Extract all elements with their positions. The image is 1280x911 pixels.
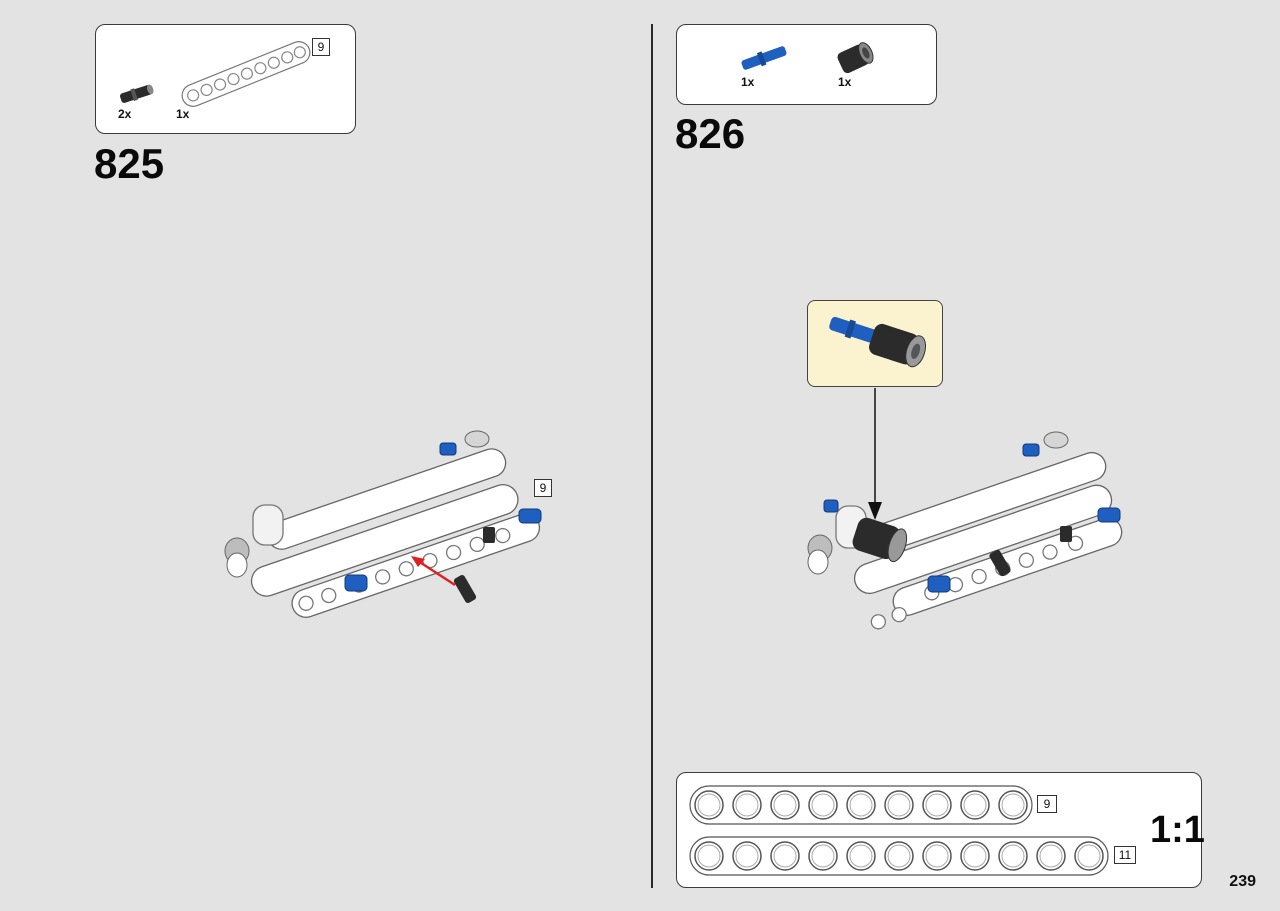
beam-length-tag: 11 — [1114, 846, 1136, 864]
placement-arrow — [868, 388, 882, 520]
white-beam-icon — [181, 41, 311, 107]
part-qty: 1x — [838, 75, 852, 89]
beam-length-tag: 9 — [312, 38, 330, 56]
scale-reference-box: 9 11 1:1 — [676, 772, 1205, 888]
part-qty: 1x — [741, 75, 755, 89]
step-826-parts-list: 1x 1x — [676, 24, 937, 105]
axle-pin-with-bush-icon — [829, 316, 927, 368]
black-pin-icon — [120, 84, 154, 103]
beam-length-tag: 9 — [1037, 795, 1057, 813]
subassembly-callout — [807, 300, 943, 387]
step-825-assembly — [224, 430, 542, 618]
beam-length-tag: 9 — [534, 479, 552, 497]
beam-9-ruler — [689, 785, 1033, 825]
page-number: 239 — [1229, 873, 1256, 890]
step-number: 825 — [94, 140, 165, 187]
part-qty: 1x — [176, 107, 190, 121]
black-bush-icon — [837, 42, 874, 74]
step-826-assembly — [807, 431, 1123, 630]
part-qty: 2x — [118, 107, 132, 121]
page-divider — [651, 24, 653, 888]
step-number: 826 — [675, 110, 746, 157]
step-825-parts-list: 2x 1x 9 — [95, 24, 356, 134]
scale-label: 1:1 — [1150, 809, 1205, 851]
beam-11-ruler — [689, 836, 1109, 876]
blue-axle-pin-icon — [741, 46, 787, 70]
